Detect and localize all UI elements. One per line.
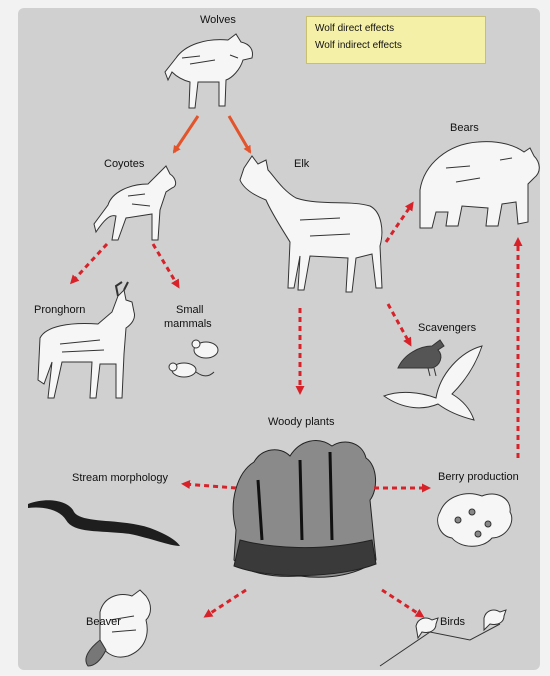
arrow-elk-to-scavengers [388, 304, 410, 344]
arrow-coyotes-to-pronghorn [72, 244, 107, 282]
arrow-wolves-to-coyotes [174, 116, 198, 152]
label-wolves: Wolves [200, 14, 236, 27]
woody-plants-icon [233, 441, 376, 578]
label-small-mammals-line2: mammals [164, 318, 212, 331]
berry-icon [438, 494, 512, 547]
pronghorn-icon [38, 282, 135, 398]
small-mammals-icon [169, 340, 218, 377]
stream-icon [28, 500, 180, 546]
label-elk: Elk [294, 158, 309, 171]
label-stream-morphology: Stream morphology [72, 472, 168, 485]
label-birds: Birds [440, 616, 465, 629]
arrow-woody-to-stream [184, 484, 236, 488]
wolf-icon [165, 34, 253, 108]
label-beaver: Beaver [86, 616, 121, 629]
arrow-elk-to-bears [386, 204, 412, 242]
arrow-coyotes-to-small-mammals [153, 244, 178, 286]
elk-icon [240, 156, 382, 292]
arrow-woody-to-beaver [206, 590, 246, 616]
arrow-woody-to-birds [382, 590, 422, 616]
arrow-wolves-to-elk [229, 116, 250, 152]
label-small-mammals-line1: Small [176, 304, 204, 317]
label-coyotes: Coyotes [104, 158, 144, 171]
coyote-icon [94, 166, 176, 240]
label-pronghorn: Pronghorn [34, 304, 85, 317]
bear-icon [420, 142, 539, 228]
scavengers-icon [384, 340, 482, 420]
label-woody-plants: Woody plants [268, 416, 334, 429]
legend: Wolf direct effects Wolf indirect effect… [306, 16, 486, 64]
legend-direct-label: Wolf direct effects [315, 23, 394, 34]
label-bears: Bears [450, 122, 479, 135]
label-berry-production: Berry production [438, 471, 519, 484]
label-scavengers: Scavengers [418, 322, 476, 335]
legend-indirect-label: Wolf indirect effects [315, 40, 402, 51]
